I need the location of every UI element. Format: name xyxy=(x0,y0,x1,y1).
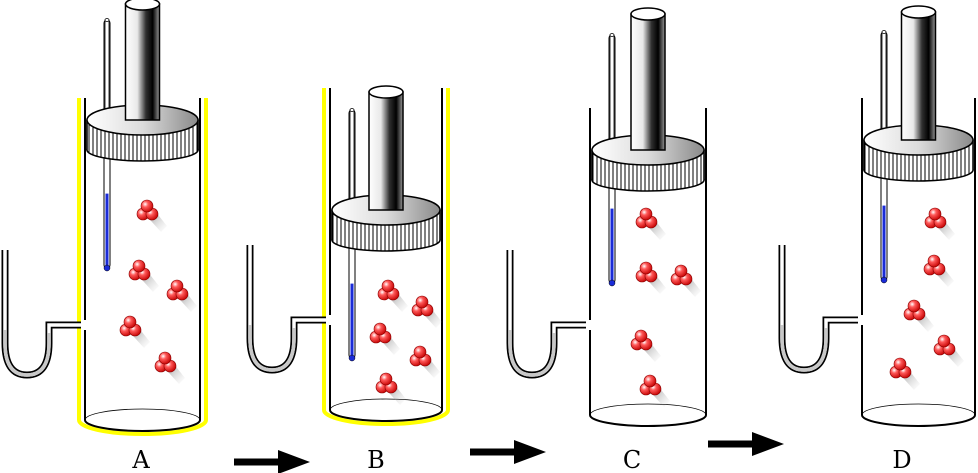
atom xyxy=(639,261,653,275)
atom xyxy=(634,329,648,343)
atom xyxy=(893,357,907,371)
piston-rod xyxy=(368,91,404,211)
atom xyxy=(927,254,941,268)
cylinder-base-edge xyxy=(84,408,201,421)
panel-c: C xyxy=(506,7,707,473)
atom xyxy=(132,259,146,273)
piston-icon xyxy=(86,0,199,162)
manometer-fluid xyxy=(248,325,296,372)
thermometer-stem xyxy=(609,34,615,151)
piston-icon xyxy=(591,7,705,192)
arrow-right-icon xyxy=(234,450,310,473)
piston-icon xyxy=(331,85,441,252)
thermometer-bulb xyxy=(608,279,616,287)
cylinder-base-edge xyxy=(329,398,443,411)
piston-rod xyxy=(630,13,666,151)
insulation-jacket xyxy=(322,88,450,426)
thermometer-bulb xyxy=(348,354,356,362)
atom xyxy=(170,279,184,293)
molecule-icon xyxy=(933,334,964,367)
atom xyxy=(158,351,172,365)
molecule-icon xyxy=(411,295,442,328)
thermometer-stem xyxy=(104,19,110,121)
cylinder-base-edge xyxy=(589,403,707,416)
manometer-icon xyxy=(506,250,592,379)
atom xyxy=(140,199,154,213)
molecule-icon xyxy=(903,299,934,332)
piston-rod-top xyxy=(368,85,404,99)
panel-label: A xyxy=(131,446,150,473)
molecule-icon xyxy=(375,372,406,405)
arrow-head xyxy=(278,450,310,473)
manometer-fluid xyxy=(3,330,51,377)
molecule-icon xyxy=(136,199,167,232)
thermometer-stem xyxy=(349,109,355,211)
cylinder-base-edge xyxy=(861,403,976,416)
panel-b: B xyxy=(246,85,450,473)
molecule-icon xyxy=(154,351,185,384)
molecule-icon xyxy=(670,264,701,297)
thermometer-bulb xyxy=(103,264,111,272)
atom xyxy=(937,334,951,348)
molecule-icon xyxy=(128,259,159,292)
piston-rod xyxy=(124,3,161,121)
atom xyxy=(379,372,393,386)
arrow-head xyxy=(514,440,546,464)
thermometer-bulb xyxy=(880,276,888,284)
atom xyxy=(639,207,653,221)
molecule-icon xyxy=(119,315,150,348)
piston-rod-top xyxy=(630,7,666,21)
manometer-icon xyxy=(778,245,864,374)
piston-icon xyxy=(863,5,974,182)
thermometer-fluid xyxy=(105,193,109,268)
atom xyxy=(415,295,429,309)
cylinder xyxy=(329,88,443,422)
panel-d: D xyxy=(778,5,976,473)
panel-label: C xyxy=(623,446,641,473)
atom xyxy=(643,374,657,388)
arrow-head xyxy=(752,432,784,456)
piston-rod-top xyxy=(900,5,937,19)
thermometer-fluid xyxy=(610,208,614,283)
atom xyxy=(123,315,137,329)
molecule-icon xyxy=(409,345,440,378)
molecule-icon xyxy=(889,357,920,390)
manometer-icon xyxy=(1,250,87,379)
molecule-icon xyxy=(166,279,197,312)
atom xyxy=(928,207,942,221)
atom xyxy=(674,264,688,278)
atom xyxy=(413,345,427,359)
piston-rod-top xyxy=(124,0,161,11)
molecule-icon xyxy=(635,207,666,240)
molecule-icon xyxy=(635,261,666,294)
panel-a: A xyxy=(1,0,208,473)
molecule-icon xyxy=(377,279,408,312)
arrow-right-icon xyxy=(470,440,546,464)
thermometer-fluid xyxy=(882,205,886,280)
manometer-icon xyxy=(246,245,332,374)
atom xyxy=(907,299,921,313)
manometer-tube xyxy=(1,250,85,379)
atom xyxy=(373,322,387,336)
manometer-fluid xyxy=(508,330,556,377)
piston-rod xyxy=(900,11,937,141)
manometer-tube xyxy=(778,245,862,374)
molecule-icon xyxy=(369,322,400,355)
manometer-fluid xyxy=(780,325,828,372)
insulation-jacket xyxy=(77,98,208,436)
manometer-tube xyxy=(506,250,590,379)
thermometer-stem xyxy=(881,31,887,141)
atom xyxy=(381,279,395,293)
panel-label: D xyxy=(892,446,911,473)
molecule-icon xyxy=(630,329,661,362)
panel-label: B xyxy=(367,446,385,473)
manometer-tube xyxy=(246,245,330,374)
arrow-right-icon xyxy=(708,432,784,456)
molecule-icon xyxy=(924,207,955,240)
thermometer-fluid xyxy=(350,283,354,358)
molecule-icon xyxy=(639,374,670,407)
molecule-icon xyxy=(923,254,954,287)
